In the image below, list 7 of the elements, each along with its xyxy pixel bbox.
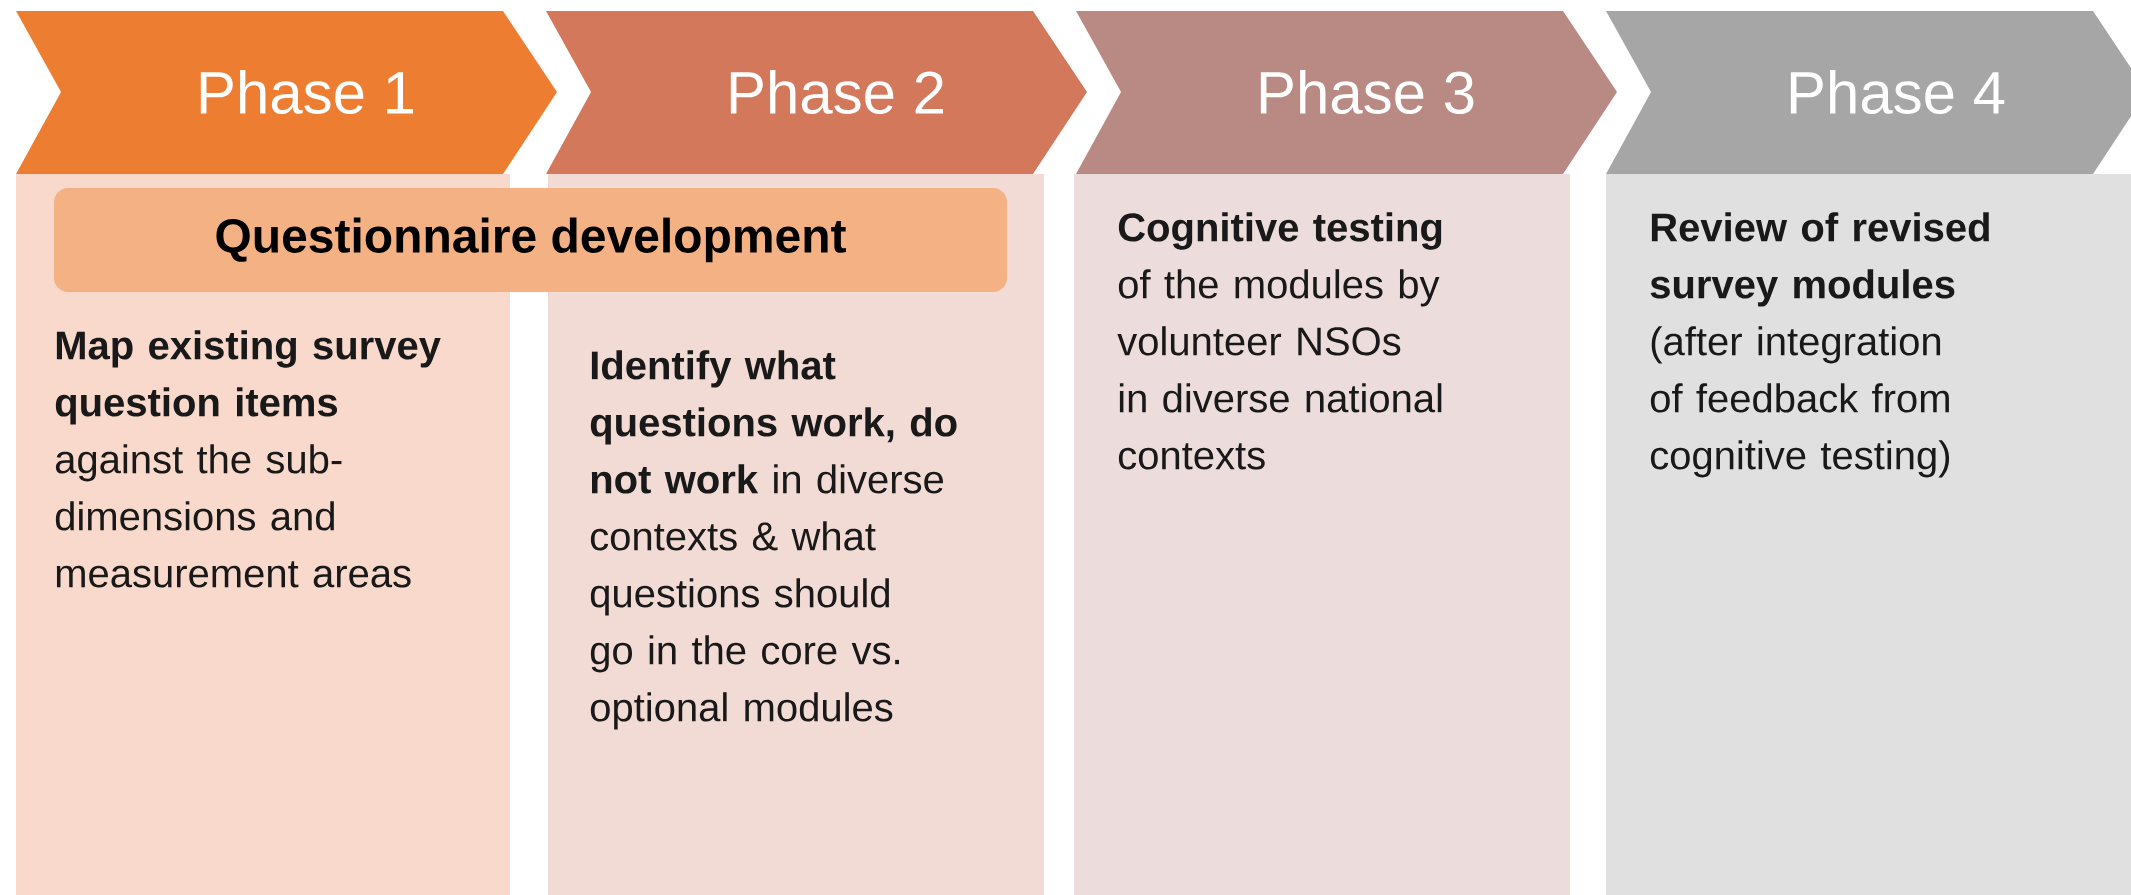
phase-header: Phase 1 [16, 11, 557, 174]
phase-header: Phase 3 [1076, 11, 1617, 174]
phase-column: Review of revised survey modules (after integration of feedback from cognitive testing) [1606, 174, 2131, 895]
banner: Questionnaire development [54, 188, 1007, 292]
phase-header: Phase 4 [1606, 11, 2131, 174]
phase-header: Phase 2 [546, 11, 1087, 174]
phase-column: Cognitive testing of the modules by volunteer NSOs in diverse national contexts [1074, 174, 1570, 895]
